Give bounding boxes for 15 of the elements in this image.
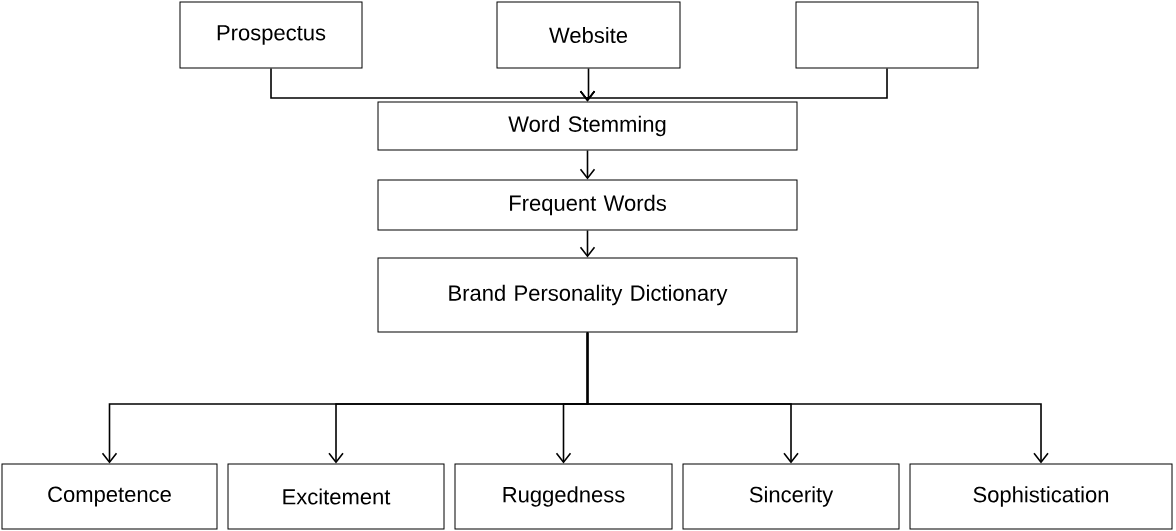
arrow (579, 67, 888, 102)
empty-box (795, 1, 979, 69)
process-box: Word Stemming (377, 101, 798, 151)
process-box: Website (496, 1, 681, 69)
arrow (579, 149, 596, 180)
process-box: Ruggedness (454, 463, 673, 530)
arrow (586, 331, 1049, 464)
process-box: Sophistication (909, 463, 1173, 530)
process-box: Competence (1, 463, 218, 530)
process-box: Frequent Words (377, 179, 798, 231)
process-box: Sincerity (682, 463, 900, 530)
process-box: Brand Personality Dictionary (377, 257, 798, 333)
arrow (579, 229, 596, 258)
process-box: Prospectus (179, 1, 363, 69)
process-box: Excitement (227, 463, 445, 530)
